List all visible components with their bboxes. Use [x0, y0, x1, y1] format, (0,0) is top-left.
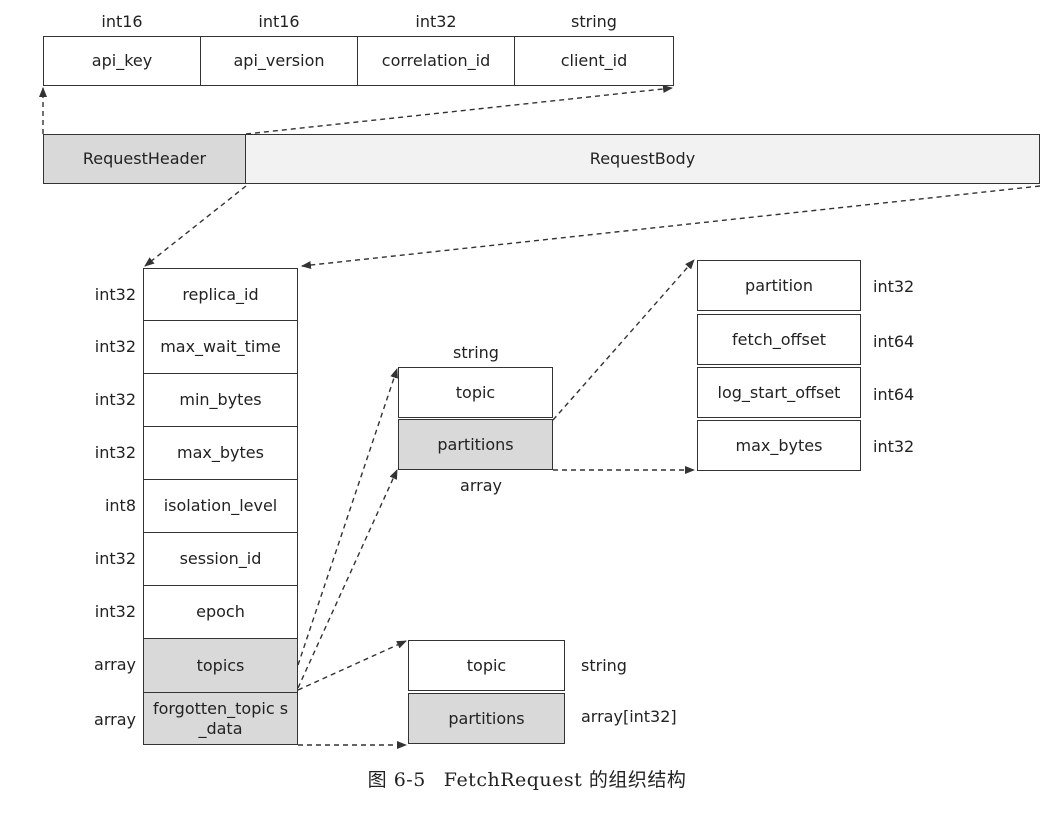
api-key-type: int16: [101, 12, 143, 31]
body-field-type: int32: [94, 337, 136, 356]
client-id-type: string: [571, 12, 617, 31]
header-field-client-id: client_id: [514, 36, 674, 86]
correlation-id-type: int32: [415, 12, 457, 31]
body-field-type: int32: [94, 390, 136, 409]
figure-title: FetchRequest 的组织结构: [443, 769, 687, 791]
partition-field-log-start-offset: log_start_offset: [697, 367, 861, 418]
request-header-box: RequestHeader: [43, 134, 246, 184]
body-field-topics: topics: [143, 638, 298, 693]
topics-item-partitions: partitions: [398, 419, 553, 470]
body-field-max-bytes: max_bytes: [143, 426, 298, 480]
forgotten-topic-type: string: [581, 656, 627, 675]
api-version-type: int16: [258, 12, 300, 31]
partition-field-max-bytes: max_bytes: [697, 420, 861, 471]
body-field-type: int32: [94, 443, 136, 462]
body-field-type: int32: [94, 549, 136, 568]
partition-field-type: int64: [873, 332, 915, 351]
partitions-type: array: [460, 476, 502, 495]
partition-field-type: int64: [873, 385, 915, 404]
body-field-epoch: epoch: [143, 585, 298, 639]
body-field-forgotten-topics-data: forgotten_topic s_data: [143, 692, 298, 745]
arrow-topics-to-topic: [297, 368, 398, 666]
body-field-isolation-level: isolation_level: [143, 479, 298, 533]
forgotten-partitions-type: array[int32]: [581, 707, 677, 726]
arrow-header-to-body-fields: [144, 185, 247, 267]
body-field-replica-id: replica_id: [143, 268, 298, 321]
figure-caption: 图 6-5 FetchRequest 的组织结构: [0, 765, 1054, 792]
body-field-type: int32: [94, 285, 136, 304]
body-field-type: array: [94, 710, 136, 729]
forgotten-item-partitions: partitions: [408, 693, 565, 744]
arrow-body-to-body-fields: [301, 185, 1041, 270]
partition-field-type: int32: [873, 277, 915, 296]
topic-type: string: [453, 343, 499, 362]
header-field-correlation-id: correlation_id: [357, 36, 515, 86]
partition-field-type: int32: [873, 437, 915, 456]
header-field-api-version: api_version: [200, 36, 358, 86]
body-field-type: int8: [104, 496, 136, 515]
arrow-header-to-client-id: [245, 84, 673, 135]
forgotten-item-topic: topic: [408, 640, 565, 691]
arrow-topics-to-partitions: [297, 469, 398, 689]
body-field-type: int32: [94, 602, 136, 621]
partition-field-fetch-offset: fetch_offset: [697, 314, 861, 365]
arrow-forgotten-to-topic: [297, 640, 407, 691]
body-field-session-id: session_id: [143, 532, 298, 586]
body-field-type: array: [94, 655, 136, 674]
arrow-partitions-to-partition: [552, 259, 695, 421]
partition-field-partition: partition: [697, 260, 861, 311]
body-field-min-bytes: min_bytes: [143, 373, 298, 427]
topics-item-topic: topic: [398, 367, 553, 418]
request-body-box: RequestBody: [245, 134, 1040, 184]
body-field-max-wait-time: max_wait_time: [143, 320, 298, 374]
figure-number: 图 6-5: [367, 769, 426, 791]
